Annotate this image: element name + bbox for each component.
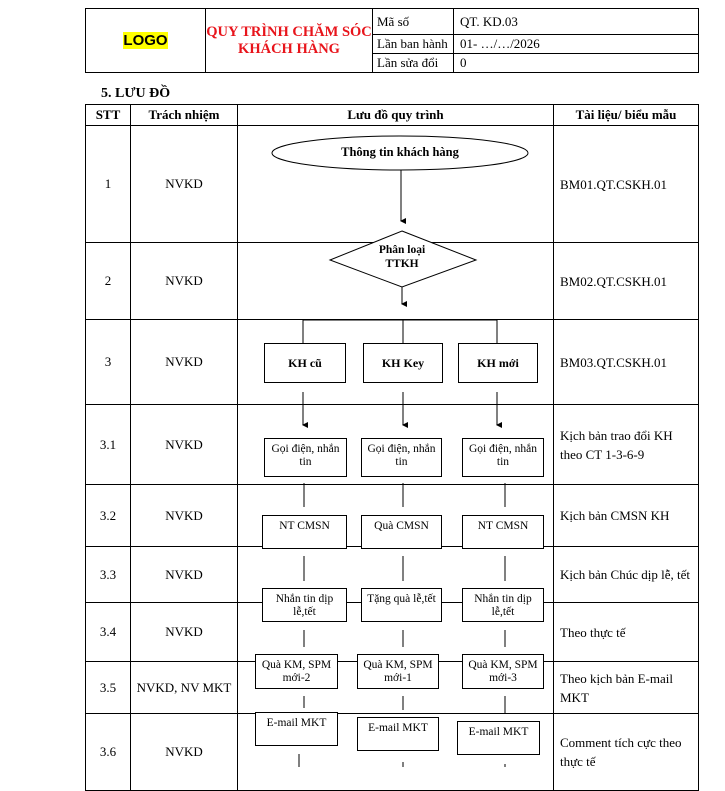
group-box: KH mới xyxy=(458,343,538,383)
birthday-step-box: NT CMSN xyxy=(462,515,544,549)
flow-connectors xyxy=(271,135,529,767)
document-cell: Comment tích cực theo thực tế xyxy=(553,713,699,791)
email-step-box: E-mail MKT xyxy=(255,712,338,746)
section-title: 5. LƯU ĐỒ xyxy=(101,86,171,101)
holiday-step-box: Nhắn tin dịp lễ,tết xyxy=(462,588,544,622)
meta-table: Mã số QT. KD.03 Lần ban hành 01- …/…/202… xyxy=(372,8,699,73)
start-terminator xyxy=(271,135,529,171)
document-cell: Kịch bản trao đổi KH theo CT 1-3-6-9 xyxy=(553,404,699,485)
promo-step-box: Quà KM, SPM mới-3 xyxy=(462,654,544,689)
decision-label: Phân loại TTKH xyxy=(378,244,426,270)
call-step-box: Gọi điện, nhắn tin xyxy=(361,438,442,477)
call-step-box: Gọi điện, nhắn tin xyxy=(264,438,347,477)
birthday-step-box: NT CMSN xyxy=(262,515,347,549)
group-box: KH cũ xyxy=(264,343,346,383)
promo-step-box: Quà KM, SPM mới-2 xyxy=(255,654,338,689)
email-step-box: E-mail MKT xyxy=(457,721,540,755)
holiday-step-box: Tặng quà lễ,tết xyxy=(361,588,442,622)
promo-step-box: Quà KM, SPM mới-1 xyxy=(357,654,439,689)
call-step-box: Gọi điện, nhắn tin xyxy=(462,438,544,477)
meta-value: 0 xyxy=(453,53,699,73)
holiday-step-box: Nhắn tin dịp lễ,tết xyxy=(262,588,347,622)
email-step-box: E-mail MKT xyxy=(357,717,439,751)
start-label: Thông tin khách hàng xyxy=(341,145,459,159)
birthday-step-box: Quà CMSN xyxy=(361,515,442,549)
logo: LOGO xyxy=(123,32,168,49)
group-box: KH Key xyxy=(363,343,443,383)
logo-cell: LOGO xyxy=(85,8,206,73)
